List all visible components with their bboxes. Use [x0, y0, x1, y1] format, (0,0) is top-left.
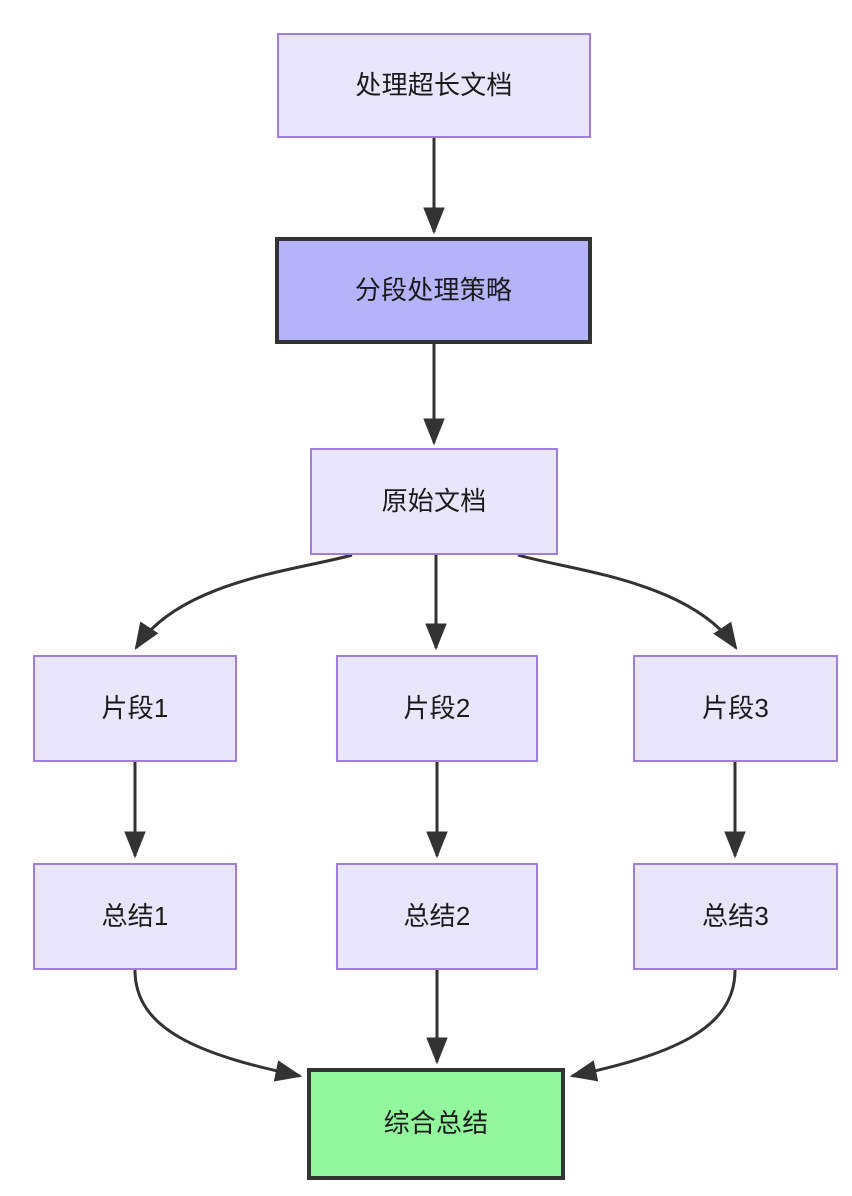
node-summary-1[interactable]: 总结1 — [33, 863, 237, 970]
node-chunking-strategy[interactable]: 分段处理策略 — [275, 237, 592, 344]
node-chunk-2[interactable]: 片段2 — [336, 655, 538, 762]
node-summary-3[interactable]: 总结3 — [633, 863, 838, 970]
node-label: 分段处理策略 — [354, 274, 513, 305]
node-chunk-1[interactable]: 片段1 — [33, 655, 237, 762]
node-label: 片段2 — [403, 692, 471, 723]
node-source-document[interactable]: 原始文档 — [310, 448, 558, 555]
edge-source-to-chunk1 — [134, 553, 353, 651]
node-comprehensive-summary[interactable]: 综合总结 — [307, 1068, 565, 1180]
node-chunk-3[interactable]: 片段3 — [633, 655, 838, 762]
node-summary-2[interactable]: 总结2 — [336, 863, 538, 970]
node-label: 总结2 — [403, 900, 471, 931]
node-label: 综合总结 — [383, 1108, 489, 1139]
edge-summary3-to-final — [569, 969, 737, 1082]
edge-source-to-chunk3 — [517, 553, 738, 650]
node-process-long-document[interactable]: 处理超长文档 — [277, 33, 591, 138]
node-label: 片段3 — [701, 692, 770, 723]
node-label: 总结3 — [701, 900, 770, 931]
node-label: 总结1 — [101, 900, 169, 931]
edge-summary1-to-final — [133, 969, 303, 1082]
node-label: 片段1 — [101, 692, 169, 723]
node-label: 处理超长文档 — [355, 69, 513, 100]
node-label: 原始文档 — [381, 485, 487, 516]
